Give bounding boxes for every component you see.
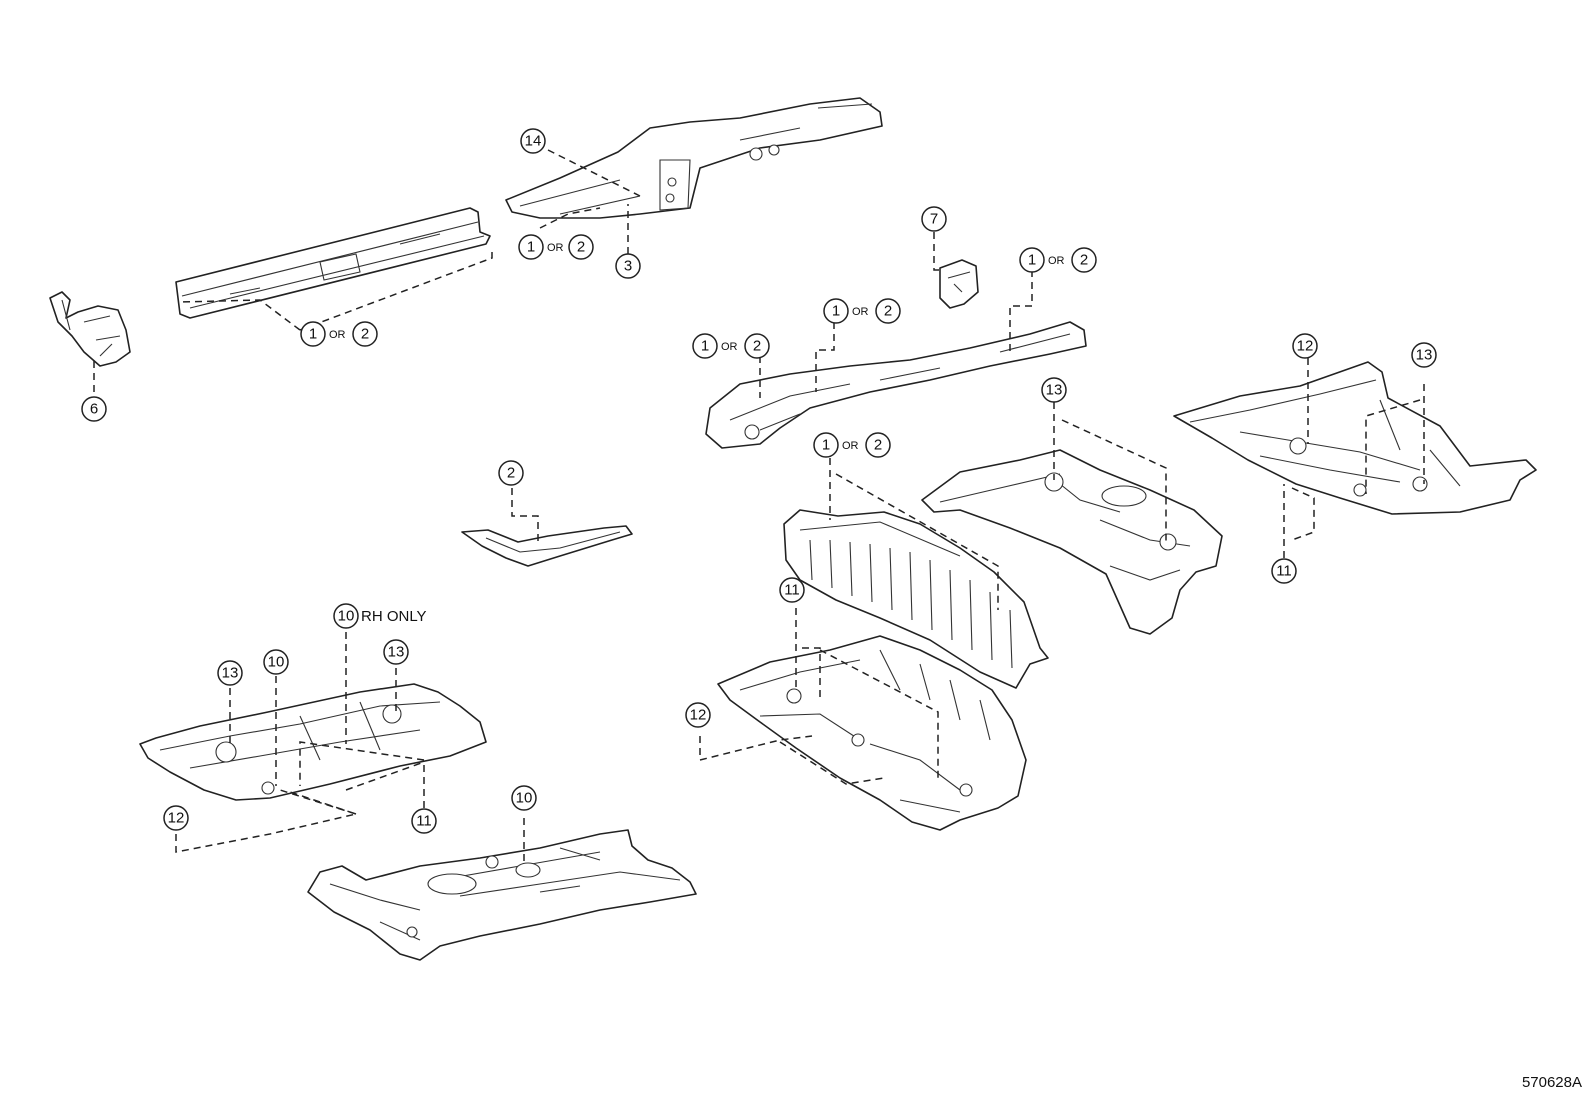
callout-14: 14 — [520, 128, 546, 154]
callout-11-label: 11 — [784, 582, 800, 599]
callout-12-right: 12 — [1292, 333, 1318, 359]
part-7-bracket — [939, 259, 979, 309]
callout-10-label: 10 — [338, 608, 355, 625]
callout-10-label: 10 — [268, 654, 285, 671]
callout-7: 7 — [921, 206, 947, 232]
callout-13-label: 13 — [1416, 347, 1433, 364]
callout-1-or-2-rear-rail: 1 OR 2 — [692, 333, 770, 359]
callout-label: 2 — [577, 239, 585, 256]
callout-11-label: 11 — [1276, 563, 1292, 580]
part-main-front-floor — [307, 829, 697, 961]
callout-label: 1 — [309, 326, 317, 343]
callout-13-label: 13 — [1046, 382, 1063, 399]
leader-lines — [93, 149, 1425, 862]
or-label: OR — [329, 329, 346, 341]
callout-2-brace: 2 — [498, 460, 524, 486]
callout-label: 1 — [527, 239, 535, 256]
callout-10-rh-only: 10 RH ONLY — [333, 603, 427, 629]
part-front-floor-lh — [139, 683, 487, 801]
callout-label: 1 — [832, 303, 840, 320]
callout-11-lower: 11 — [411, 808, 437, 834]
or-label: OR — [842, 440, 859, 452]
callout-11-right: 11 — [1271, 558, 1297, 584]
callout-13-far-right: 13 — [1411, 342, 1437, 368]
callout-10-bottom: 10 — [511, 785, 537, 811]
or-label: OR — [547, 242, 564, 254]
callout-3: 3 — [615, 253, 641, 279]
callout-13-lower-left: 13 — [217, 660, 243, 686]
callout-label: 2 — [884, 303, 892, 320]
part-rear-panel-ribbed — [783, 509, 1049, 689]
part-2-brace — [461, 525, 633, 567]
callout-13-lower: 13 — [383, 639, 409, 665]
callout-label: 1 — [701, 338, 709, 355]
part-center-floor-pan — [717, 635, 1027, 831]
callout-label: 2 — [753, 338, 761, 355]
callout-13-label: 13 — [222, 665, 239, 682]
callout-3-label: 3 — [624, 258, 632, 275]
callout-label: 1 — [822, 437, 830, 454]
part-rear-floor-crossmember — [921, 449, 1223, 635]
callout-11-center: 11 — [779, 577, 805, 603]
or-label: OR — [721, 341, 738, 353]
callout-12-center: 12 — [685, 702, 711, 728]
callout-1-or-2-left-rail: 1 OR 2 — [300, 321, 378, 347]
callout-12-label: 12 — [1297, 338, 1314, 355]
callout-10-label: 10 — [516, 790, 533, 807]
callout-2-label: 2 — [507, 465, 515, 482]
callout-label: 2 — [1080, 252, 1088, 269]
callout-12-label: 12 — [168, 810, 185, 827]
callout-1-or-2-right-upper: 1 OR 2 — [1019, 247, 1097, 273]
callout-1-or-2-rear-panel: 1 OR 2 — [813, 432, 891, 458]
rh-only-note: RH ONLY — [361, 608, 427, 625]
callout-10-lower-left: 10 — [263, 649, 289, 675]
callout-13-label: 13 — [388, 644, 405, 661]
part-rail-top-left — [175, 207, 491, 319]
callout-14-label: 14 — [525, 133, 542, 150]
callout-12-label: 12 — [690, 707, 707, 724]
callout-1-or-2-top: 1 OR 2 — [518, 234, 594, 260]
or-label: OR — [852, 306, 869, 318]
callout-label: 2 — [874, 437, 882, 454]
callout-label: 1 — [1028, 252, 1036, 269]
part-rear-side-member — [705, 321, 1087, 449]
callout-7-label: 7 — [930, 211, 938, 228]
callout-label: 2 — [361, 326, 369, 343]
callout-6-label: 6 — [90, 401, 98, 418]
callout-13-center: 13 — [1041, 377, 1067, 403]
figure-reference-code: 570628A — [1521, 1074, 1582, 1091]
part-front-side-member — [505, 97, 883, 219]
or-label: OR — [1048, 255, 1065, 267]
callout-1-or-2-middle: 1 OR 2 — [823, 298, 901, 324]
part-rear-floor-pan — [1173, 361, 1537, 515]
part-6-bracket — [49, 291, 131, 367]
callout-11-label: 11 — [416, 813, 432, 830]
callout-12-lower-left: 12 — [163, 805, 189, 831]
callout-6: 6 — [81, 396, 107, 422]
